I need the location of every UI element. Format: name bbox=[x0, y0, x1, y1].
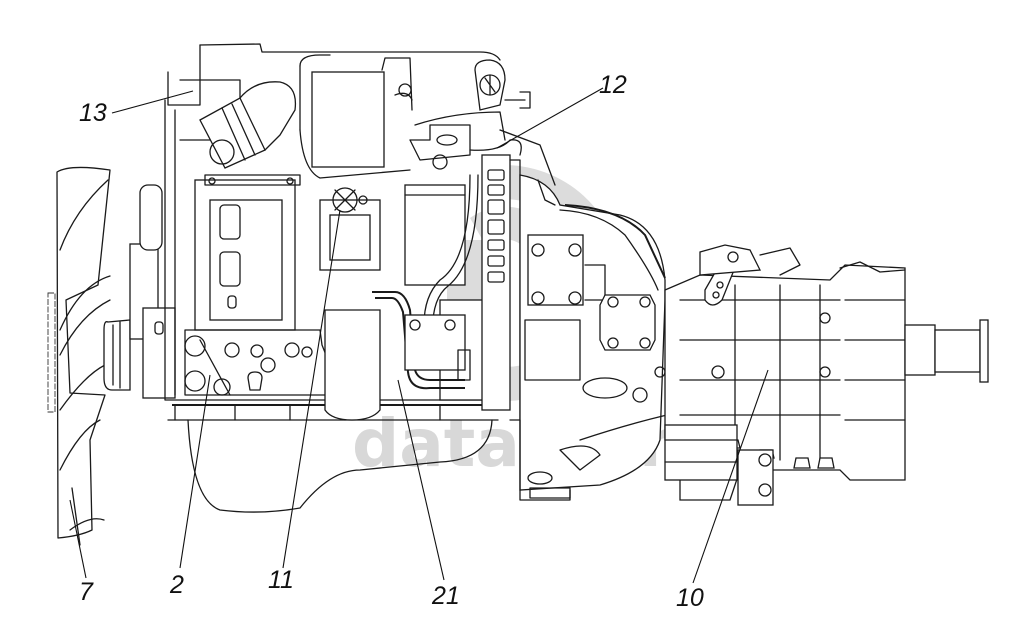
clutch-housing bbox=[519, 174, 691, 501]
fan-hub bbox=[103, 184, 176, 399]
gearbox bbox=[664, 244, 989, 506]
engine-block bbox=[164, 43, 506, 513]
leader-10 bbox=[692, 369, 769, 584]
leader-21 bbox=[397, 379, 445, 581]
leader-13 bbox=[111, 90, 194, 114]
callout-2: 2 bbox=[169, 571, 184, 599]
callout-labels: 13 12 7 2 11 21 10 bbox=[79, 71, 704, 612]
leader-12 bbox=[496, 87, 604, 149]
callout-12: 12 bbox=[599, 71, 627, 99]
callout-11: 11 bbox=[268, 566, 294, 594]
oil-lines bbox=[372, 174, 479, 390]
leader-2 bbox=[179, 374, 211, 569]
leader-11 bbox=[282, 209, 341, 569]
callout-leaders bbox=[69, 87, 769, 584]
callout-21: 21 bbox=[431, 582, 460, 610]
intake-pipe bbox=[199, 54, 413, 179]
callout-10: 10 bbox=[676, 584, 704, 612]
leader-7 bbox=[69, 499, 87, 579]
callout-13: 13 bbox=[79, 99, 107, 127]
callout-7: 7 bbox=[79, 578, 94, 606]
fuel-pump bbox=[319, 187, 381, 271]
flywheel-housing-column bbox=[481, 154, 521, 421]
fan bbox=[47, 166, 111, 546]
filter-housing bbox=[409, 59, 556, 186]
